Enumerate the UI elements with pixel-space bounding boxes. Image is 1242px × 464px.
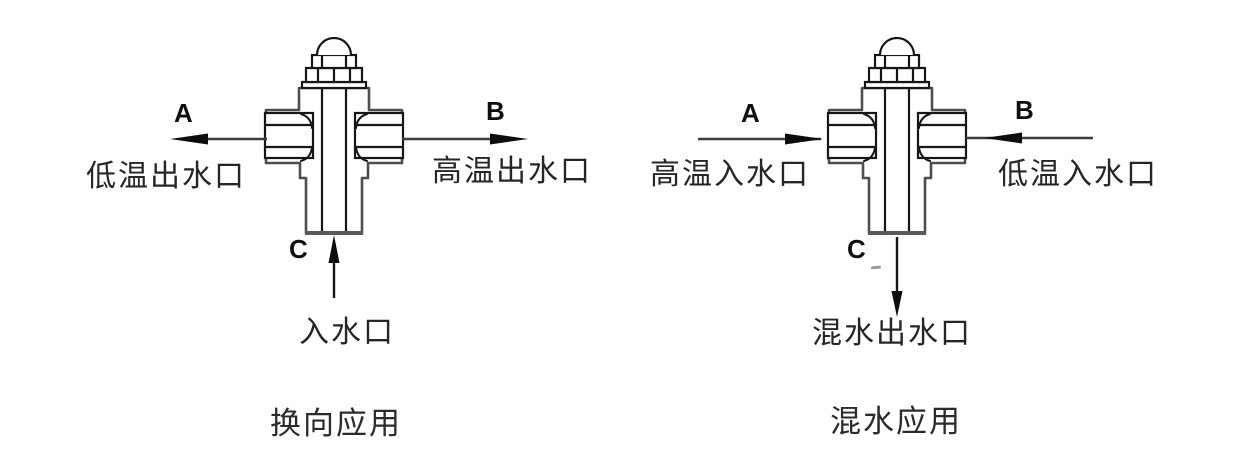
diagram-caption: 换向应用	[270, 406, 402, 441]
port-b-letter: B	[1015, 95, 1034, 125]
flow-arrow-c-up-icon	[328, 235, 340, 298]
port-a-label: 低温出水口	[86, 160, 246, 193]
port-a-letter: A	[174, 98, 193, 128]
diagram-caption: 混水应用	[830, 404, 962, 439]
port-a-label: 高温入水口	[650, 158, 810, 191]
port-c-label: 入水口	[299, 316, 395, 349]
port-a-letter: A	[741, 98, 760, 128]
three-way-valve-drawing	[826, 36, 968, 235]
stray-mark	[870, 265, 882, 270]
port-b-label: 低温入水口	[998, 158, 1158, 191]
flow-arrow-c-down-icon	[891, 237, 903, 317]
flow-arrow-a-right-icon	[698, 133, 823, 145]
port-c-label: 混水出水口	[812, 317, 972, 350]
port-b-label: 高温出水口	[432, 155, 592, 188]
port-c-letter: C	[289, 234, 308, 264]
flow-arrow-b-right-icon	[402, 133, 528, 145]
flow-arrow-b-left-icon	[966, 132, 1093, 144]
port-b-letter: B	[486, 96, 505, 126]
flow-arrow-a-left-icon	[170, 133, 267, 145]
port-c-letter: C	[847, 234, 866, 264]
